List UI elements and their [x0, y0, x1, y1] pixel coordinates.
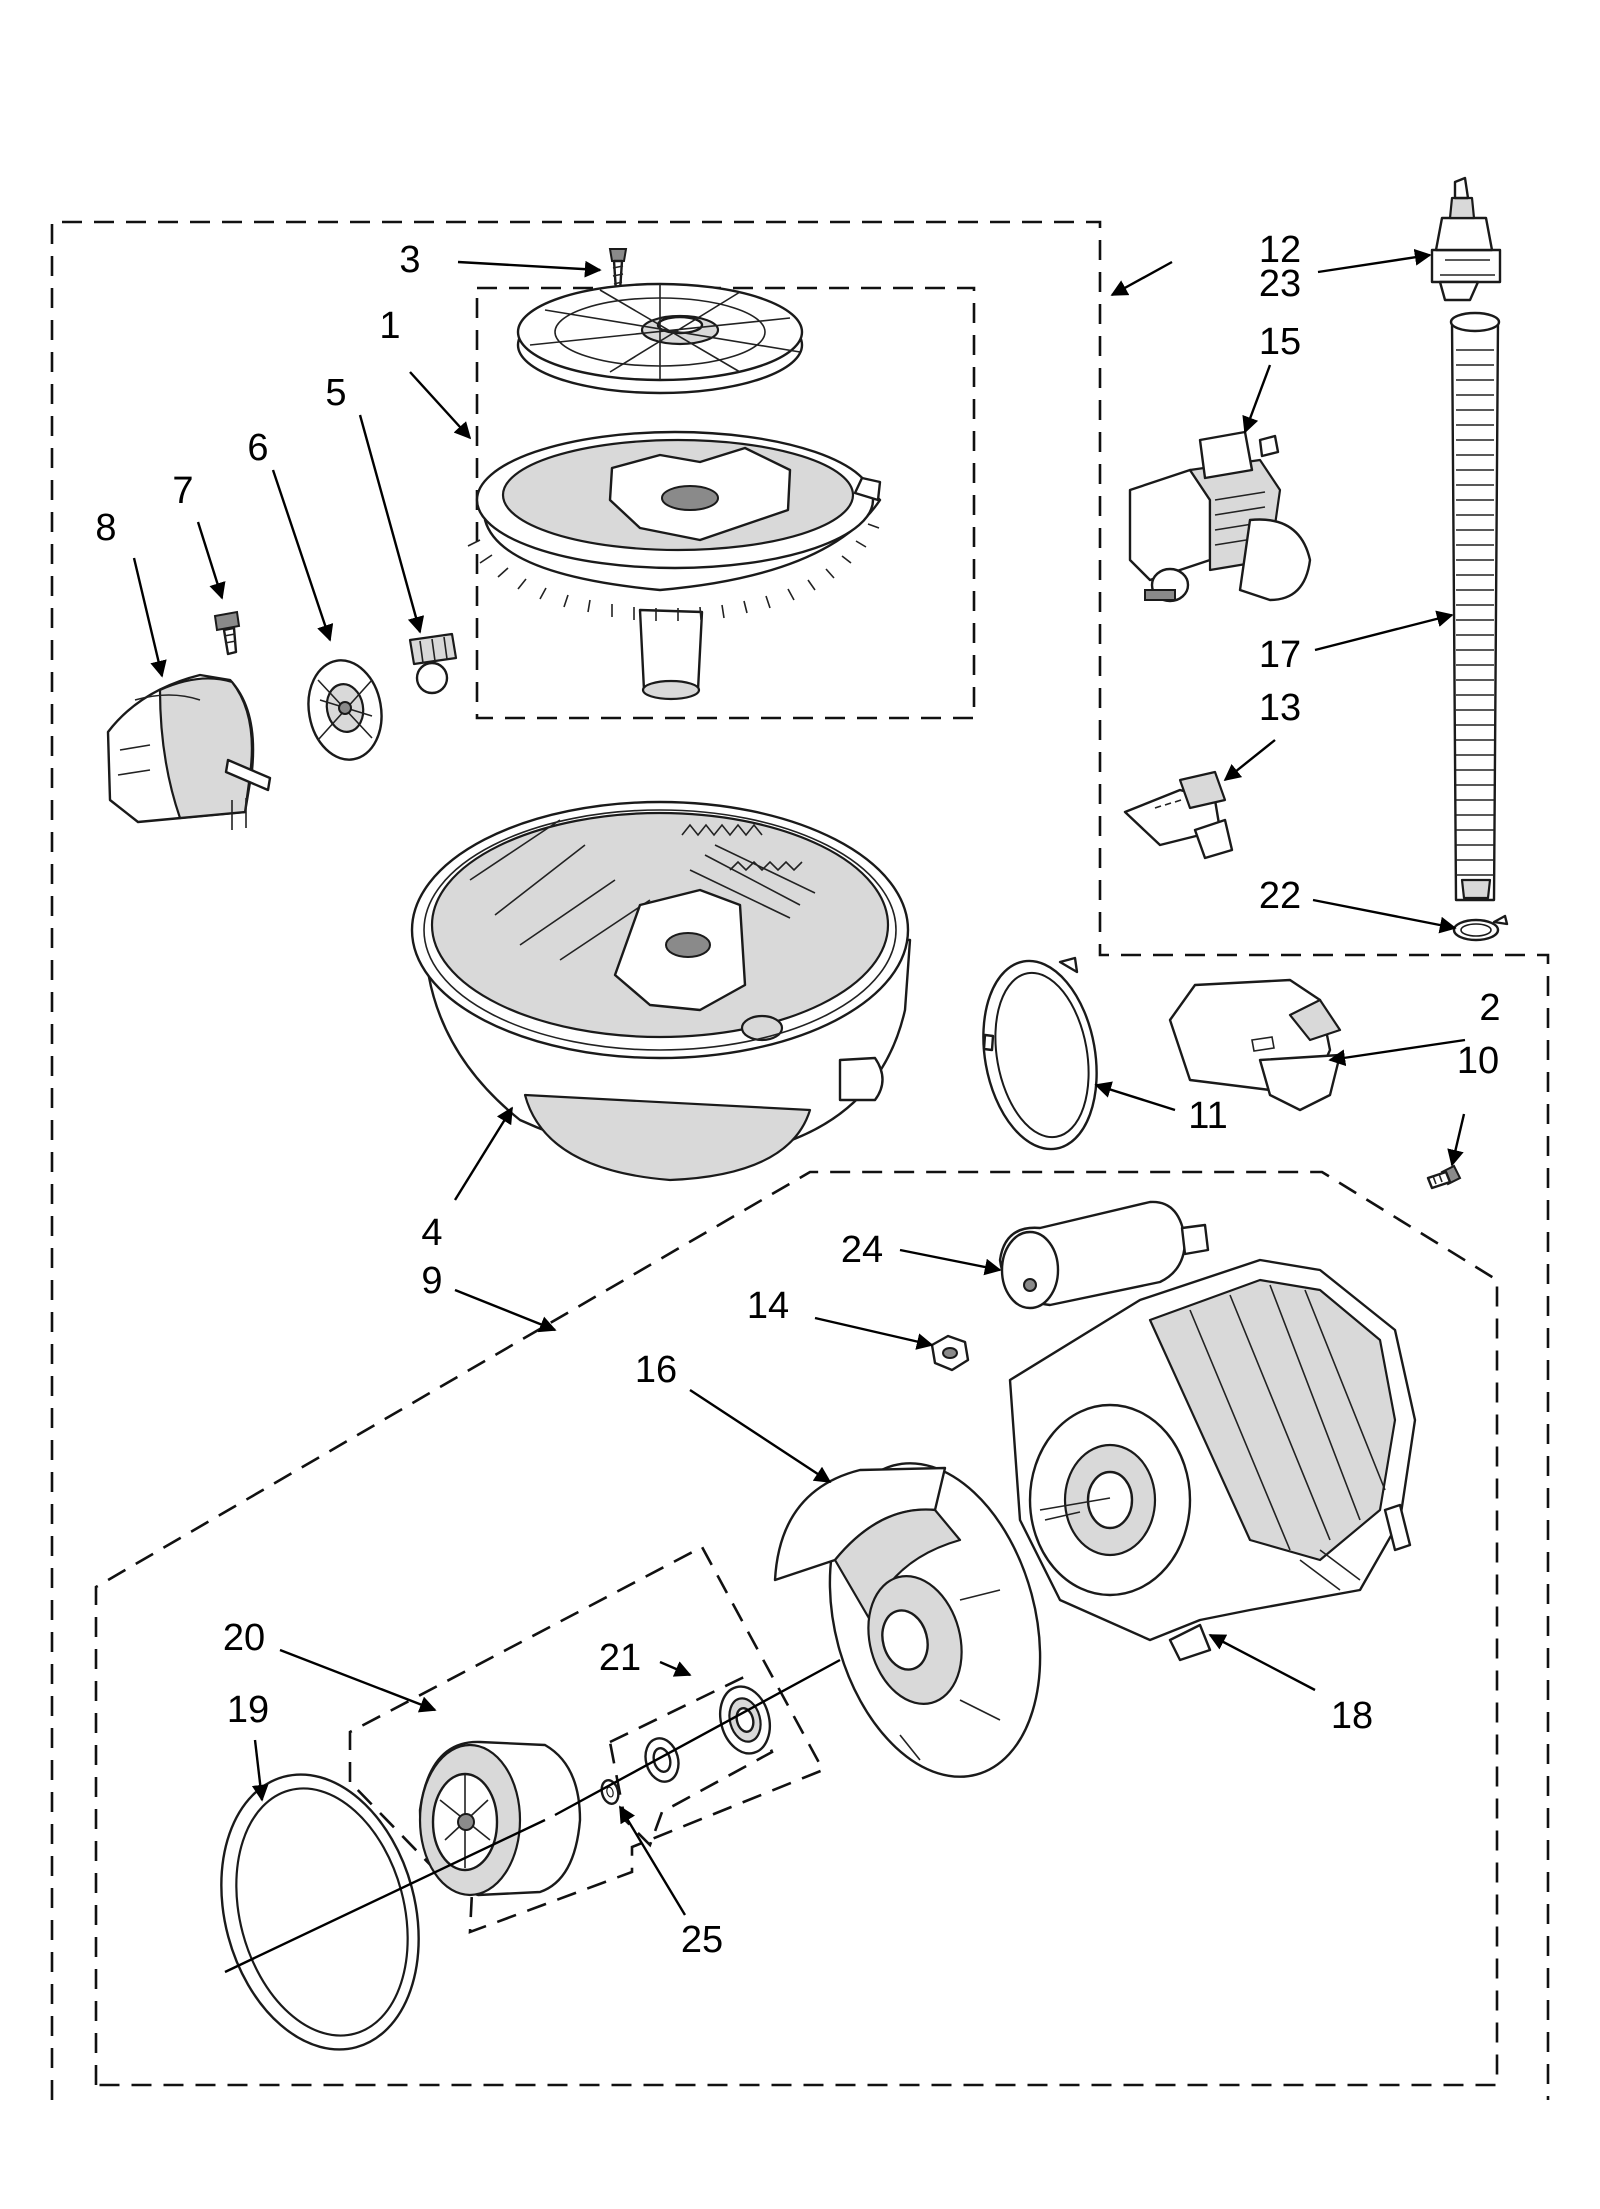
callout-9: 9 — [421, 1260, 442, 1302]
callout-21: 21 — [599, 1637, 641, 1679]
callout-22: 22 — [1259, 875, 1301, 917]
callout-20: 20 — [223, 1617, 265, 1659]
callout-3: 3 — [399, 239, 420, 281]
seal-part-21 — [644, 1685, 771, 1783]
callout-16: 16 — [635, 1349, 677, 1391]
callout-24: 24 — [841, 1229, 883, 1271]
callout-5: 5 — [325, 372, 346, 414]
assembly-axis — [224, 1658, 841, 1974]
callout-7: 7 — [172, 470, 193, 512]
hose-part-17 — [1449, 311, 1501, 902]
callout-11: 11 — [1188, 1095, 1227, 1137]
callout-23: 23 — [1259, 263, 1301, 305]
main-assembly-boundary — [50, 220, 1550, 2100]
callout-15: 15 — [1259, 321, 1301, 363]
callout-1: 1 — [379, 305, 400, 347]
callout-numbers: 3 1 5 6 7 8 12 23 15 17 13 22 2 10 11 4 … — [95, 229, 1500, 1961]
callout-25: 25 — [681, 1919, 723, 1961]
pump-motor-assembly-boundary — [94, 1170, 1499, 2087]
float-switch-part-12-23 — [1430, 176, 1502, 302]
leader-lines — [132, 248, 1466, 1916]
callout-18: 18 — [1331, 1695, 1373, 1737]
diverter-motor-part-8 — [106, 673, 272, 830]
gasket-part-11 — [982, 956, 1098, 1151]
pump-housing-part-16 — [773, 1462, 1042, 1778]
callout-19: 19 — [227, 1689, 269, 1731]
callout-10: 10 — [1457, 1040, 1499, 1082]
screw-part-3 — [608, 248, 628, 293]
motor-part-18 — [1008, 1258, 1417, 1662]
drain-pump-part-15 — [1128, 430, 1312, 603]
callout-12: 12 — [1259, 229, 1301, 271]
callout-14: 14 — [747, 1285, 789, 1327]
callout-2: 2 — [1479, 987, 1500, 1029]
callout-4: 4 — [421, 1212, 442, 1254]
cover-part-2 — [1168, 978, 1342, 1112]
capacitor-part-24 — [998, 1200, 1210, 1310]
screw-part-10 — [1426, 1164, 1462, 1190]
callout-13: 13 — [1259, 687, 1301, 729]
clamp-part-22 — [1452, 914, 1509, 942]
callout-8: 8 — [95, 507, 116, 549]
callout-17: 17 — [1259, 634, 1301, 676]
chopper-blade-part-6 — [307, 659, 383, 761]
clip-part-5 — [408, 632, 458, 695]
filter-top-cover-part-1 — [516, 282, 804, 395]
sump-part-4 — [410, 800, 912, 1182]
bracket-part-13 — [1123, 770, 1234, 860]
gasket-ring-part-19 — [220, 1773, 420, 2051]
callout-6: 6 — [247, 427, 268, 469]
filter-base-part-1 — [467, 430, 882, 701]
nut-part-14 — [930, 1334, 970, 1372]
screw-part-7 — [213, 610, 241, 656]
impeller-part-20 — [418, 1740, 582, 1897]
